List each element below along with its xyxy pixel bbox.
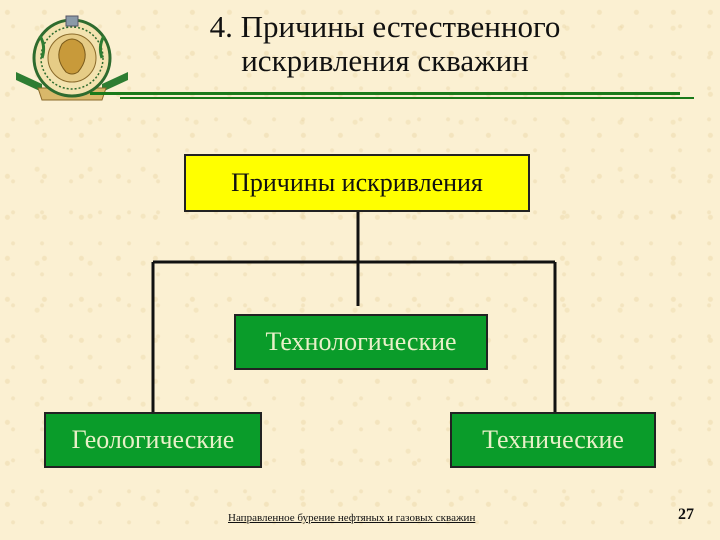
slide-footer: Направленное бурение нефтяных и газовых … [228, 512, 476, 524]
diagram-technical-box: Технические [450, 412, 656, 468]
diagram-geological-box: Геологические [44, 412, 262, 468]
slide-title-line-1: 4. Причины естественного [209, 9, 561, 44]
title-rule-top [90, 92, 680, 95]
diagram-geological-label: Геологические [71, 425, 235, 454]
slide-title: 4. Причины естественного искривления скв… [150, 10, 620, 78]
diagram-technical-label: Технические [482, 425, 624, 454]
university-emblem-icon [16, 15, 128, 101]
diagram-technological-box: Технологические [234, 314, 488, 370]
title-rule-bottom [120, 97, 694, 99]
diagram-root-label: Причины искривления [231, 168, 483, 197]
diagram-technological-label: Технологические [265, 327, 457, 356]
slide-title-line-2: искривления скважин [241, 43, 529, 78]
page-number: 27 [678, 506, 694, 523]
diagram-root-box: Причины искривления [184, 154, 530, 212]
